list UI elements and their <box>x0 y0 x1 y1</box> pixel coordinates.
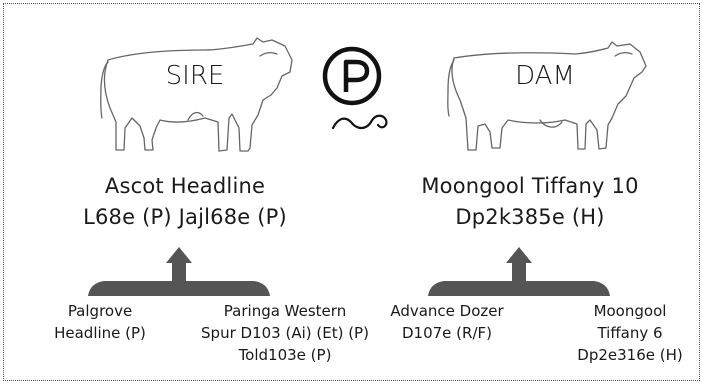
dam-lineage-bracket <box>428 247 610 296</box>
dam-sire-label-line1: Advance Dozer <box>390 302 504 320</box>
dam-name-line2: Dp2k385e (H) <box>455 205 605 229</box>
sire-lineage-bracket <box>88 247 270 296</box>
sire-name-line1: Ascot Headline <box>104 174 266 198</box>
sire-dam-label-line2: Spur D103 (Ai) (Et) (P) <box>201 324 369 342</box>
dam-sire-label-line2: D107e (R/F) <box>402 324 492 342</box>
sire-name-line2: L68e (P) Jajl68e (P) <box>83 205 287 229</box>
sire-tag: SIRE <box>165 61 225 91</box>
sire-sire-label-line2: Headline (P) <box>54 324 146 342</box>
sire-dam-label-line1: Paringa Western <box>223 302 347 320</box>
dam-tag: DAM <box>515 61 575 91</box>
cow-outline-icon <box>447 41 647 151</box>
sire-dam-label-line3: Told103e (P) <box>238 346 332 364</box>
sire-sire-label-line1: Palgrove <box>67 302 133 320</box>
bull-outline-icon <box>100 37 293 152</box>
polled-p-symbol-icon <box>322 46 388 130</box>
pedigree-frame <box>3 3 700 381</box>
dam-name-line1: Moongool Tiffany 10 <box>421 174 639 198</box>
dam-dam-label-line3: Dp2e316e (H) <box>577 346 683 364</box>
dam-dam-label-line2: Tiffany 6 <box>597 324 663 342</box>
dam-dam-label-line1: Moongool <box>593 302 667 320</box>
